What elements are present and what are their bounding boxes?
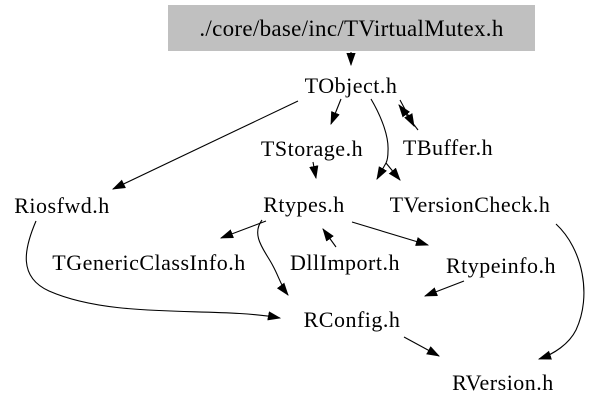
- edge-rtypeinfo-to-rconfig: [423, 280, 465, 297]
- edge-rtypes-to-tgenericclassinfo: [219, 220, 267, 239]
- edge-tobject-to-tversioncheck: [385, 162, 401, 181]
- node-tbuffer[interactable]: TBuffer.h: [402, 135, 494, 160]
- edge-riosfwd-to-rconfig: [25, 220, 282, 321]
- edge-tobject-to-rtypes: [376, 162, 387, 180]
- node-dllimport[interactable]: DllImport.h: [290, 250, 400, 275]
- node-tobject[interactable]: TObject.h: [304, 73, 398, 98]
- node-rconfig[interactable]: RConfig.h: [303, 307, 401, 332]
- edge-rtypes-to-rtypeinfo: [351, 221, 430, 246]
- node-tstorage[interactable]: TStorage.h: [260, 136, 364, 161]
- node-tvirtualmutex: ./core/base/inc/TVirtualMutex.h: [168, 5, 535, 51]
- edge-dllimport-to-rtypes: [322, 228, 337, 248]
- edge-tbuffer-to-tobject: [398, 104, 419, 131]
- node-rtypeinfo[interactable]: Rtypeinfo.h: [446, 253, 556, 278]
- edge-tstorage-to-rtypes: [309, 161, 319, 180]
- edge-tversioncheck-to-rversion: [537, 223, 585, 360]
- node-tversioncheck[interactable]: TVersionCheck.h: [389, 192, 551, 217]
- edge-rtypes-to-rconfig: [257, 219, 289, 296]
- node-rtypes[interactable]: Rtypes.h: [263, 192, 345, 217]
- node-rversion[interactable]: RVersion.h: [452, 370, 554, 395]
- node-riosfwd[interactable]: Riosfwd.h: [14, 193, 110, 218]
- edge-rconfig-to-rversion: [403, 336, 440, 357]
- node-tgenericclassinfo[interactable]: TGenericClassInfo.h: [52, 250, 246, 275]
- edge-tobject-to-tstorage: [330, 98, 342, 126]
- edge-tobject-to-rtypes-branch: [370, 98, 389, 164]
- edge-tobject-to-riosfwd: [112, 100, 299, 190]
